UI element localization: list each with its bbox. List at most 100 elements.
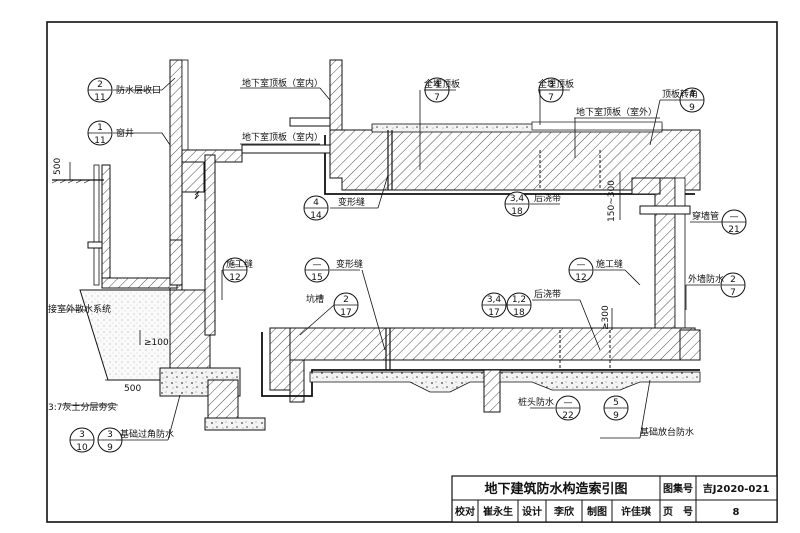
label-pit: 坑槽 <box>306 293 324 305</box>
draw-label: 制图 <box>587 505 607 518</box>
callout-detail-number: 1,2 <box>512 295 526 305</box>
callout-detail-number: 3 <box>79 430 85 440</box>
index-callout: 3,417 <box>481 292 507 318</box>
roof-slab-section <box>241 59 701 195</box>
label-exterior-wall-waterproof: 外墙防水 <box>688 273 724 285</box>
callout-page-number: 12 <box>575 273 586 283</box>
callout-page-number: 18 <box>513 308 525 318</box>
callout-detail-number: 3,4 <box>487 295 502 305</box>
label-indoor-roof-slab-2: 地下室顶板（室内） <box>242 131 323 143</box>
callout-detail-number: — <box>313 260 322 270</box>
designer-name: 李欣 <box>553 505 575 518</box>
callout-page-number: 7 <box>730 288 736 298</box>
callout-detail-number: 3 <box>548 80 554 90</box>
label-construction-joint-1: 施工缝 <box>226 258 253 270</box>
index-callout: 1,218 <box>506 292 532 318</box>
index-callout: 3,418 <box>504 191 530 217</box>
callout-detail-number: 3,4 <box>510 194 525 204</box>
design-label: 设计 <box>522 505 542 518</box>
label-wall-pipe: 穿墙管 <box>692 210 719 222</box>
callout-page-number: 7 <box>434 93 440 103</box>
callout-detail-number: — <box>564 398 573 408</box>
index-callout: 27 <box>720 272 746 298</box>
callout-page-number: 14 <box>310 211 322 221</box>
index-callout: 211 <box>87 77 113 103</box>
atlas-number: 吉J2020-021 <box>703 482 770 495</box>
callout-detail-number: 3 <box>107 430 113 440</box>
index-callout: 217 <box>333 292 359 318</box>
label-deformation-joint-1: 变形缝 <box>338 196 365 208</box>
dim-ge300: ≥300 <box>601 305 611 330</box>
drafter-name: 许佳琪 <box>621 505 651 518</box>
callout-detail-number: — <box>730 212 739 222</box>
index-callout: 310 <box>69 427 95 453</box>
reviewer-name: 崔永生 <box>482 505 513 518</box>
dimension-lines <box>69 162 621 381</box>
label-construction-joint-2: 施工缝 <box>596 258 623 270</box>
title-block: 地下建筑防水构造索引图 图集号 吉J2020-021 校对 崔永生 设计 李欣 … <box>451 475 778 523</box>
callout-page-number: 17 <box>340 308 351 318</box>
sheet-border <box>46 21 778 523</box>
index-callout: 59 <box>603 395 629 421</box>
callout-detail-number: 2 <box>343 295 349 305</box>
leader-lines <box>62 77 722 441</box>
index-callout: — 22 <box>555 395 581 421</box>
index-callout: — 21 <box>721 209 747 235</box>
callout-detail-number: 2 <box>730 275 736 285</box>
callout-page-number: 17 <box>488 308 499 318</box>
dim-500-vertical: 500 <box>53 158 63 175</box>
callout-page-number: 11 <box>94 93 105 103</box>
label-window-well: 窗井 <box>116 127 134 139</box>
right-wall-section <box>631 177 691 339</box>
callout-page-number: 10 <box>76 443 88 453</box>
label-lime-soil: 3:7灰土分层夯实 <box>48 401 117 413</box>
label-indoor-roof-slab-1: 地下室顶板（室内） <box>242 77 323 89</box>
atlas-label: 图集号 <box>663 482 693 495</box>
label-roof-corner: 顶板转角 <box>662 88 698 100</box>
page-number: 8 <box>733 507 740 518</box>
callout-detail-number: 1 <box>97 123 103 133</box>
label-waterproof-end: 防水层收口 <box>116 84 161 96</box>
label-pile-head: 桩头防水 <box>518 396 554 408</box>
index-callout: 111 <box>87 120 113 146</box>
callout-detail-number: 2 <box>97 80 103 90</box>
callout-page-number: 9 <box>689 103 695 113</box>
label-deformation-joint-2: 变形缝 <box>336 258 363 270</box>
callout-page-number: 9 <box>613 411 619 421</box>
callout-page-number: 18 <box>511 207 523 217</box>
callout-detail-number: 4 <box>689 90 695 100</box>
index-callout: — 12 <box>222 257 248 283</box>
callout-detail-number: 5 <box>613 398 619 408</box>
label-foundation-corner: 基础过角防水 <box>120 428 174 440</box>
index-callout: —15 <box>304 257 330 283</box>
annotation-labels: 防水层收口 窗井 地下室顶板（室内） 地下室顶板（室内） 全埋顶板 全埋顶板 地… <box>48 77 724 440</box>
base-slab-section <box>261 327 701 413</box>
label-outdoor-apron: 接室外散水系统 <box>48 303 111 315</box>
label-post-pour-2: 后浇带 <box>534 288 561 300</box>
dim-150-300: 150~300 <box>607 180 617 222</box>
callout-detail-number: 4 <box>434 80 440 90</box>
dim-ge100: ≥100 <box>144 338 169 348</box>
callout-detail-number: 4 <box>313 198 319 208</box>
callout-page-number: 7 <box>548 93 554 103</box>
index-callout: 39 <box>97 427 123 453</box>
callout-page-number: 9 <box>107 443 113 453</box>
callout-page-number: 21 <box>728 225 739 235</box>
index-callout: 414 <box>303 195 329 221</box>
callout-page-number: 12 <box>229 273 240 283</box>
callout-detail-number: — <box>231 260 240 270</box>
label-buried-roof-1: 全埋顶板 <box>424 78 460 90</box>
drawing-title: 地下建筑防水构造索引图 <box>484 481 627 497</box>
label-foundation-step: 基础放台防水 <box>640 426 694 438</box>
label-post-pour-1: 后浇带 <box>534 192 561 204</box>
callout-page-number: 11 <box>94 136 105 146</box>
callout-page-number: 22 <box>562 411 573 421</box>
label-outdoor-roof-slab: 地下室顶板（室外） <box>576 106 657 118</box>
page-label: 页 号 <box>663 506 693 518</box>
window-well-section <box>51 59 266 431</box>
index-callout: — 12 <box>568 257 594 283</box>
dim-500-horizontal: 500 <box>124 384 141 394</box>
callout-detail-number: — <box>577 260 586 270</box>
